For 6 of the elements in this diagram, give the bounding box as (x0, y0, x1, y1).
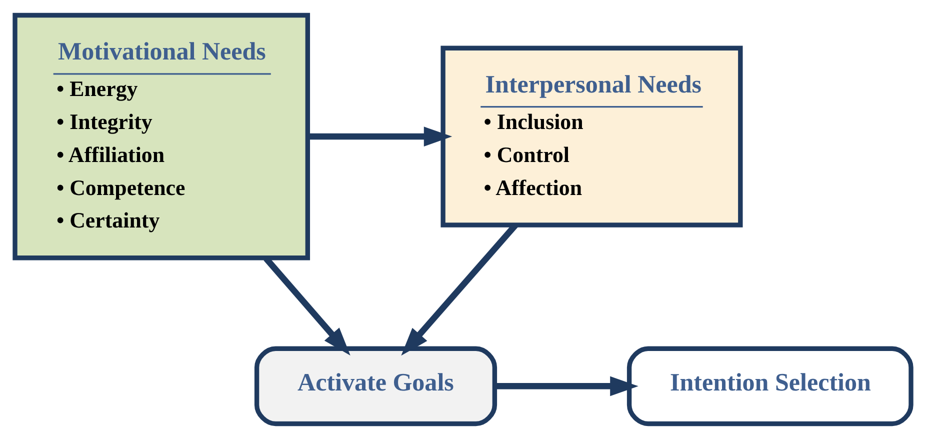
node-box: Interpersonal Needs • Inclusion • Control • Affection (440, 45, 743, 227)
arrow (308, 126, 452, 146)
arrow (495, 376, 638, 396)
node-box: Activate Goals (254, 346, 498, 426)
node-box: Intention Selection (626, 346, 914, 426)
node-box: Motivational Needs • Energy • Integrity • Affiliation • Competence • Certainty (12, 12, 310, 260)
